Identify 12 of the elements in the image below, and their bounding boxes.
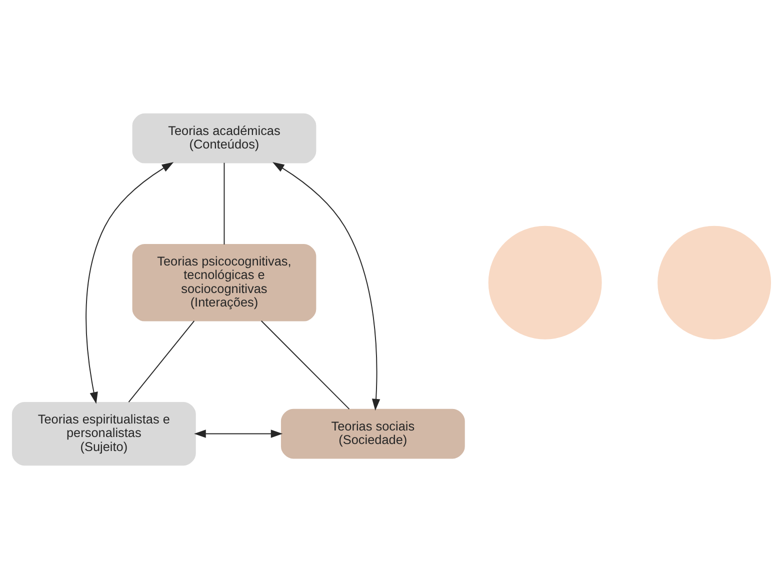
arrow: [194, 430, 283, 438]
node-box: Teorias espiritualistas e personalistas (Sujeito): [12, 402, 196, 466]
node-circle: [658, 226, 772, 340]
node-box: Teorias psicocognitivas, tecnológicas e sociocognitivas (Interações): [132, 244, 316, 322]
node-circle: [488, 226, 602, 340]
node-box: Teorias académicas (Conteúdos): [132, 113, 316, 164]
arrow: [272, 162, 380, 411]
connector: [224, 162, 225, 245]
arrow: [86, 162, 174, 404]
node-box: Teorias sociais (Sociedade): [280, 408, 465, 459]
connector: [260, 320, 350, 410]
connector: [128, 320, 195, 403]
